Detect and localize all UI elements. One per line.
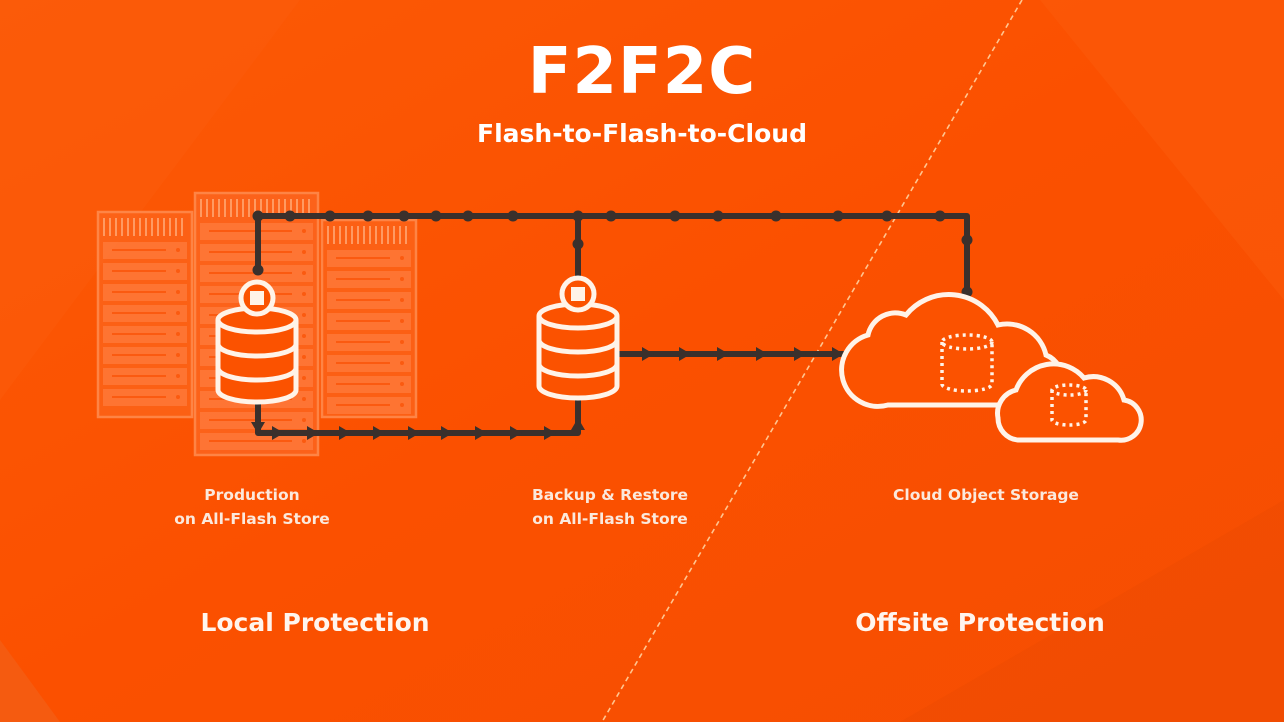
rack-unit-led (176, 248, 180, 252)
connection-arrow (408, 426, 420, 440)
connection-arrow (510, 426, 522, 440)
connection-arrow (544, 426, 556, 440)
connection-arrow (571, 418, 585, 430)
connection-dot (362, 210, 374, 222)
rack-unit-led (302, 334, 306, 338)
connection-dot (507, 210, 519, 222)
page-subtitle: Flash-to-Flash-to-Cloud (477, 119, 807, 148)
rack-unit-led (400, 298, 404, 302)
connection-dot (324, 210, 336, 222)
rack-unit-led (302, 271, 306, 275)
connection-dot (961, 234, 973, 246)
rack-unit-led (176, 290, 180, 294)
local-protection-heading: Local Protection (200, 608, 430, 637)
connection-arrow (475, 426, 487, 440)
divider-line (601, 0, 1023, 722)
connection-dot (770, 210, 782, 222)
rack-unit-led (302, 376, 306, 380)
connection-arrow (832, 347, 844, 361)
connection-dot (934, 210, 946, 222)
backup-label: Backup & Restore on All-Flash Store (531, 486, 689, 528)
connection-arrow (441, 426, 453, 440)
connection-dot (252, 264, 264, 276)
rack-unit-led (302, 355, 306, 359)
connection-dot (284, 210, 296, 222)
rack-unit-led (302, 313, 306, 317)
rack-unit-led (400, 382, 404, 386)
rack-unit-led (400, 403, 404, 407)
connection-dot (572, 238, 584, 250)
connection-dot (572, 210, 584, 222)
cloud-label: Cloud Object Storage (893, 486, 1079, 504)
connection-arrow (794, 347, 806, 361)
connection-arrow (642, 347, 654, 361)
offsite-protection-heading: Offsite Protection (855, 608, 1105, 637)
rack-unit-led (176, 374, 180, 378)
connection-arrow (251, 422, 265, 434)
connection-arrow (756, 347, 768, 361)
rack-unit-led (302, 250, 306, 254)
backup-database-icon (536, 275, 620, 401)
rack-unit-led (176, 353, 180, 357)
rack-unit-led (400, 361, 404, 365)
rack-unit-led (302, 418, 306, 422)
rack-unit-led (302, 439, 306, 443)
production-label: Production on All-Flash Store (174, 486, 330, 528)
connection-dot (669, 210, 681, 222)
rack-unit-led (176, 269, 180, 273)
production-database-icon (215, 279, 299, 405)
connection-arrow (717, 347, 729, 361)
rack-unit-led (400, 319, 404, 323)
connection-dot (881, 210, 893, 222)
rack-unit-led (302, 229, 306, 233)
rack-unit-led (176, 311, 180, 315)
connection-dots (252, 210, 973, 298)
rack-unit-led (176, 395, 180, 399)
connection-arrow (272, 426, 284, 440)
rack-unit-led (302, 397, 306, 401)
connection-dot (832, 210, 844, 222)
rack-unit-led (400, 340, 404, 344)
connection-arrows (251, 347, 844, 440)
connection-dot (430, 210, 442, 222)
rack-unit-led (400, 277, 404, 281)
connection-dot (398, 210, 410, 222)
connection-arrow (307, 426, 319, 440)
connection-arrow (679, 347, 691, 361)
page-title: F2F2C (527, 35, 757, 109)
connection-dot (462, 210, 474, 222)
connection-dot (252, 210, 264, 222)
rack-unit-led (302, 292, 306, 296)
connection-arrow (373, 426, 385, 440)
cloud-storage-icon (839, 292, 1144, 443)
connection-arrow (339, 426, 351, 440)
rack-unit-led (176, 332, 180, 336)
rack-unit-led (400, 256, 404, 260)
small-cloud (995, 361, 1144, 443)
connection-dot (712, 210, 724, 222)
connection-dot (605, 210, 617, 222)
